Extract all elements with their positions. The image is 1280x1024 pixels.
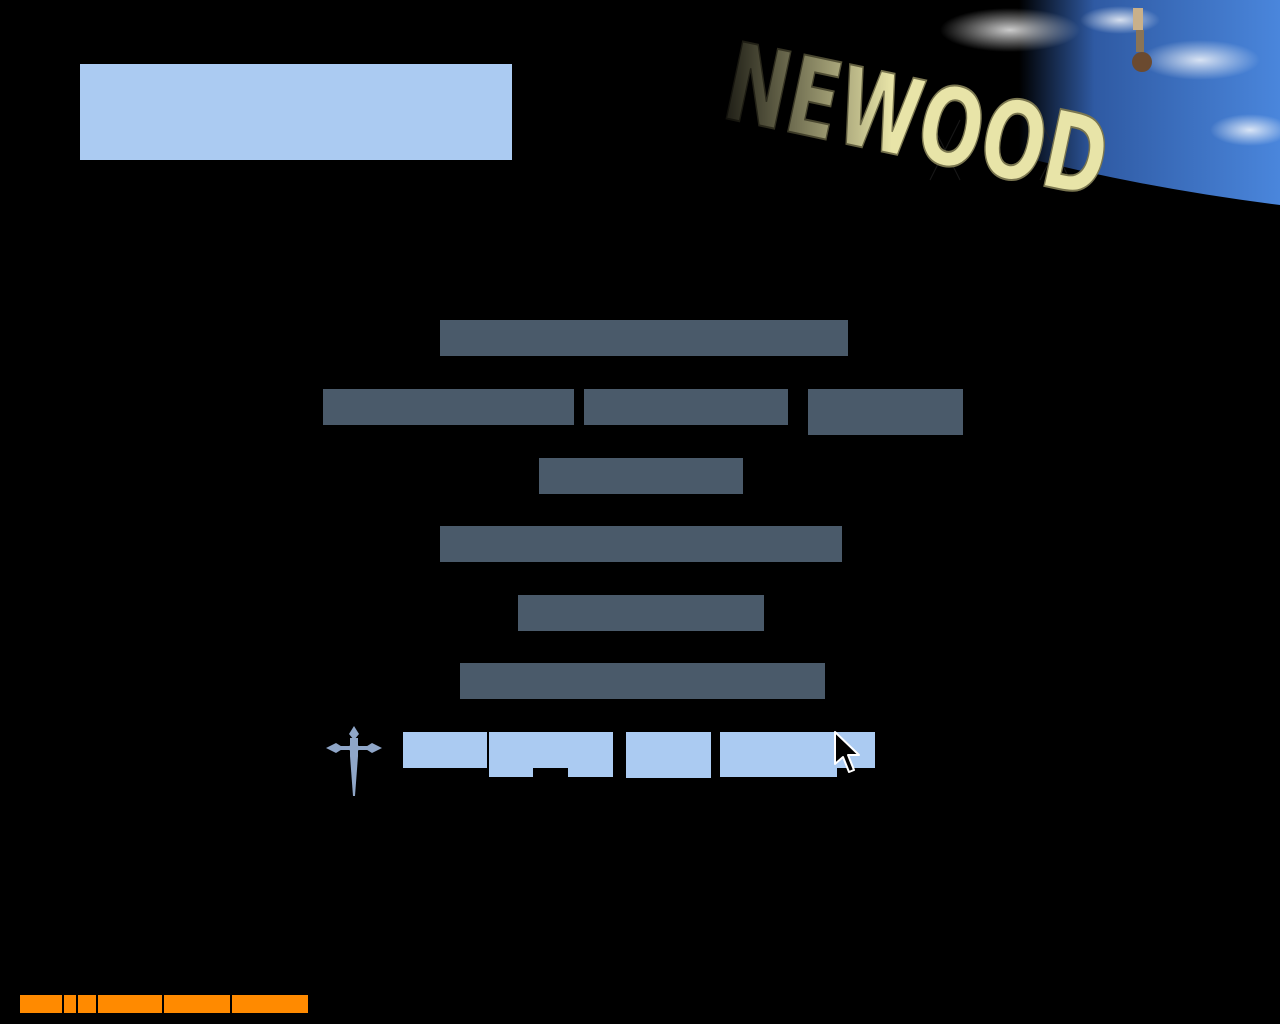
title-logo-block: [80, 64, 512, 160]
menu-item-9-part-3[interactable]: [626, 732, 711, 778]
menu-item-3[interactable]: [584, 389, 788, 425]
status-segment: [78, 995, 96, 1013]
arrow-cursor-icon: [833, 730, 865, 778]
status-segment: [98, 995, 162, 1013]
menu-item-4[interactable]: [808, 389, 963, 435]
menu-item-6[interactable]: [440, 526, 842, 562]
status-segment: [232, 995, 308, 1013]
menu-item-1[interactable]: [440, 320, 848, 356]
fleur-cross-icon: [326, 726, 382, 796]
banner-image: NEWOOD: [0, 0, 1280, 240]
menu-item-9-selected[interactable]: [403, 732, 487, 768]
menu-item-2[interactable]: [323, 389, 574, 425]
status-segment: [64, 995, 76, 1013]
status-segment: [20, 995, 62, 1013]
menu-item-8[interactable]: [460, 663, 825, 699]
menu-item-5[interactable]: [539, 458, 743, 494]
status-bar: [20, 995, 308, 1013]
menu-item-9-part-2[interactable]: [489, 732, 613, 777]
status-segment: [164, 995, 230, 1013]
figure-on-sign: [1132, 8, 1152, 72]
menu-item-7[interactable]: [518, 595, 764, 631]
